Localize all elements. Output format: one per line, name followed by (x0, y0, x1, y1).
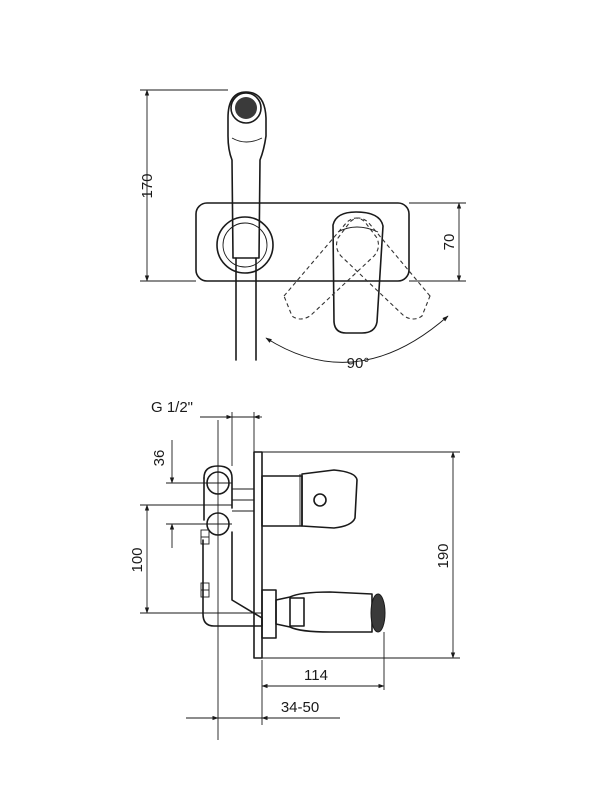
hand-shower (227, 91, 267, 361)
dim-170: 170 (139, 173, 156, 198)
dim-34-50: 34-50 (281, 699, 319, 716)
hose-holder-ring (216, 216, 274, 274)
side-wall-plate (253, 451, 263, 659)
dim-190: 190 (435, 543, 452, 568)
concealed-body (200, 465, 263, 627)
dim-90-degrees: 90° (347, 355, 370, 372)
lever-position-left (283, 217, 380, 320)
dim-114: 114 (304, 667, 328, 684)
dim-100: 100 (129, 547, 146, 572)
wall-plate (195, 202, 410, 282)
dim-g-1-2: G 1/2" (151, 399, 193, 416)
side-view: G 1/2" 36 100 190 114 34-50 (129, 399, 460, 740)
shower-outlet (261, 589, 386, 639)
mixer-cartridge (261, 469, 358, 529)
dim-36: 36 (151, 450, 168, 467)
top-view: 170 70 90° (139, 89, 466, 372)
dim-70: 70 (441, 234, 458, 251)
